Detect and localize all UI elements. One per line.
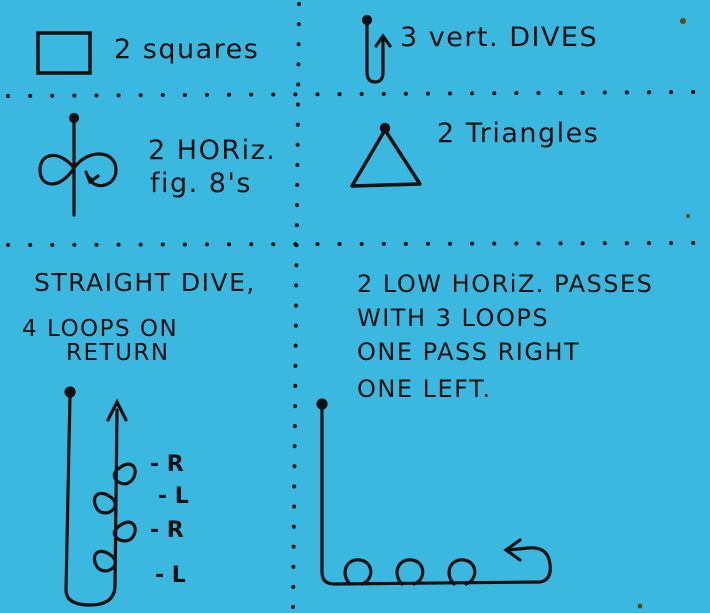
low-passes-label-line3: ONE PASS RIGHT	[357, 338, 581, 366]
straight-dive-loops-icon	[64, 386, 137, 607]
low-passes-label-line2: WITH 3 LOOPS	[357, 304, 550, 332]
vertical-dive-icon	[361, 14, 392, 84]
loop-side-label: - L	[158, 484, 189, 509]
divider-middle	[6, 241, 704, 247]
straight-dive-label-line1: STRAIGHT DIVE,	[34, 268, 256, 297]
straight-dive-label-line3: RETURN	[66, 340, 170, 366]
speck	[637, 603, 643, 609]
horiz-fig8-label-line2: fig. 8's	[150, 168, 252, 199]
divider-top	[6, 90, 704, 98]
low-pass-loops-icon	[316, 398, 552, 586]
loop-side-label: - L	[155, 563, 186, 588]
low-passes-label-line1: 2 LOW HORiZ. PASSES	[357, 270, 654, 298]
vert-dives-label: 3 vert. DIVES	[400, 22, 599, 53]
square-icon	[36, 31, 92, 75]
speck	[680, 18, 686, 24]
loop-side-label: - R	[150, 518, 184, 543]
divider-vertical	[291, 2, 301, 612]
squares-label: 2 squares	[114, 34, 260, 65]
horiz-fig8-label-line1: 2 HORiz.	[148, 135, 277, 166]
straight-dive-label-line2: 4 LOOPS ON	[22, 316, 179, 342]
low-passes-label-line4: ONE LEFT.	[357, 375, 492, 403]
speck	[686, 214, 690, 218]
figure-eight-icon	[38, 112, 118, 217]
triangle-icon	[350, 122, 422, 188]
loop-side-label: - R	[150, 452, 184, 477]
triangles-label: 2 Triangles	[437, 118, 600, 149]
